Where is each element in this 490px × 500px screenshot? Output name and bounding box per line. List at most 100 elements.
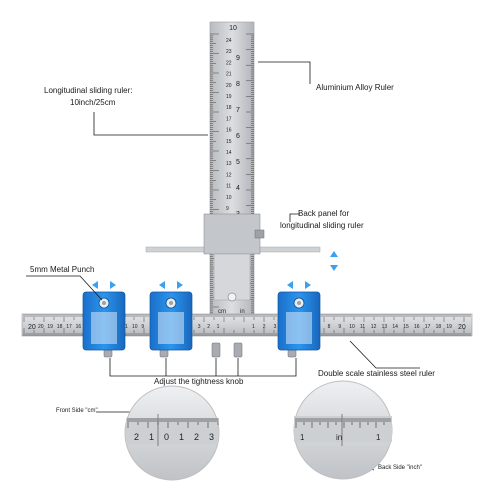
vertical-cm-number: 9 (226, 206, 229, 212)
vertical-inch-number: 9 (236, 55, 240, 62)
mid-block-right-arrow-icon (177, 281, 183, 289)
zoom-cm-number: 0 (164, 432, 169, 442)
punch-block-right (277, 291, 321, 351)
horizontal-cm-number: 11 (360, 324, 365, 330)
vertical-cm-number: 22 (226, 60, 232, 66)
vertical-cm-number: 12 (226, 172, 232, 178)
vertical-cm-number: 24 (226, 38, 232, 44)
left-block-left-arrow-icon (92, 281, 98, 289)
left-block-right-arrow-icon (110, 281, 116, 289)
vertical-inch-number: 8 (236, 81, 240, 88)
horizontal-cm-number: 2 (207, 324, 210, 330)
vertical-inch-number: 5 (236, 159, 240, 166)
back-panel-label-2: longitudinal sliding ruler (280, 221, 364, 230)
horizontal-cm-number: 17 (66, 324, 72, 330)
vertical-cm-number: 18 (226, 105, 232, 111)
back-panel-label-1: Back panel for (298, 209, 350, 218)
zoom-cm-number: 2 (194, 432, 199, 442)
double-scale-callout-line (349, 340, 420, 369)
longitudinal-label-title: Longitudinal sliding ruler: (44, 86, 133, 95)
zoom-cm-number: 2 (134, 432, 139, 442)
zoom-inch-number: 1 (376, 433, 381, 442)
direction-arrows (92, 251, 338, 289)
punch-block-left (82, 291, 126, 351)
vertical-ruler-top-mark: 10 (229, 25, 237, 32)
vertical-cm-number: 11 (226, 184, 231, 190)
knob-callout-line (109, 358, 297, 377)
vertical-cm-number: 19 (226, 94, 232, 100)
horizontal-cm-number: 16 (76, 324, 82, 330)
horizontal-cm-number: 14 (392, 324, 398, 330)
horizontal-cm-number: 3 (274, 324, 277, 330)
zoom-cm-number: 3 (209, 432, 214, 442)
horizontal-cm-number: 13 (382, 324, 388, 330)
punch-label: 5mm Metal Punch (30, 265, 95, 274)
tightness-knobs (103, 342, 297, 358)
horizontal-cm-number: 1 (252, 324, 255, 330)
zoom-inch-scale: 1 in 1 (295, 414, 391, 446)
longitudinal-callout-line (93, 112, 208, 136)
horizontal-ruler-left-mark: 20 (28, 324, 36, 331)
horizontal-cm-number: 19 (47, 324, 53, 330)
horizontal-cm-number: 16 (414, 324, 420, 330)
punch-block-window (91, 312, 117, 344)
horizontal-cm-number: 19 (446, 324, 452, 330)
back-panel-callout-line (289, 213, 300, 222)
punch-pin-icon (169, 301, 173, 305)
mid-block-left-arrow-icon (159, 281, 165, 289)
double-scale-label: Double scale stainless steel ruler (318, 369, 435, 378)
vertical-inch-number: 7 (236, 107, 240, 114)
horizontal-ruler-right-mark: 20 (458, 324, 466, 331)
callout-lines (26, 61, 420, 471)
down-arrow-icon (330, 265, 338, 271)
horizontal-ruler-in-mark: in (240, 309, 245, 315)
horizontal-cm-number: 10 (132, 324, 138, 330)
zoom-inch-number: in (336, 433, 342, 442)
punch-pin-icon (297, 301, 301, 305)
punch-callout-line (26, 275, 103, 301)
knob-label: Adjust the tightness knob (154, 377, 244, 386)
zoom-inch-number: 1 (300, 433, 305, 442)
back-panel (145, 213, 321, 302)
horizontal-cm-number: 9 (141, 324, 144, 330)
vertical-cm-number: 20 (226, 83, 232, 89)
vertical-inch-number: 4 (236, 185, 240, 192)
vertical-cm-number: 16 (226, 128, 232, 134)
horizontal-cm-number: 1 (217, 324, 220, 330)
horizontal-cm-number: 18 (57, 324, 63, 330)
longitudinal-label-size: 10inch/25cm (70, 98, 116, 107)
horizontal-cm-number: 10 (349, 324, 355, 330)
punch-block-window (286, 312, 312, 344)
horizontal-cm-number: 17 (425, 324, 431, 330)
vertical-inch-number: 6 (236, 133, 240, 140)
aluminium-callout-line (258, 61, 311, 84)
horizontal-cm-number: 18 (436, 324, 442, 330)
aluminium-label: Aluminium Alloy Ruler (316, 83, 394, 92)
zoom-inch: 1 in 1 (293, 380, 393, 480)
zoom-cm-number: 1 (179, 432, 184, 442)
horizontal-cm-number: 8 (328, 324, 331, 330)
punch-block-window (158, 312, 184, 344)
right-block-left-arrow-icon (287, 281, 293, 289)
vertical-cm-number: 17 (226, 116, 232, 122)
punch-block-mid (149, 291, 193, 351)
vertical-cm-number: 15 (226, 139, 232, 145)
horizontal-cm-number: 15 (403, 324, 409, 330)
back-side-label: Back Side "inch" (378, 465, 422, 471)
vertical-cm-number: 13 (226, 161, 232, 167)
horizontal-cm-number: 2 (263, 324, 266, 330)
punch-pin-icon (102, 301, 106, 305)
vertical-cm-number: 23 (226, 49, 232, 55)
horizontal-cm-number: 3 (198, 324, 201, 330)
front-side-label: Front Side "cm" (56, 408, 98, 414)
horizontal-cm-number: 20 (38, 324, 44, 330)
vertical-cm-number: 10 (226, 195, 232, 201)
horizontal-cm-number: 12 (371, 324, 377, 330)
zoom-cm-number: 1 (149, 432, 154, 442)
horizontal-cm-number: 9 (338, 324, 341, 330)
punch-blocks (82, 291, 321, 351)
up-arrow-icon (330, 251, 338, 257)
